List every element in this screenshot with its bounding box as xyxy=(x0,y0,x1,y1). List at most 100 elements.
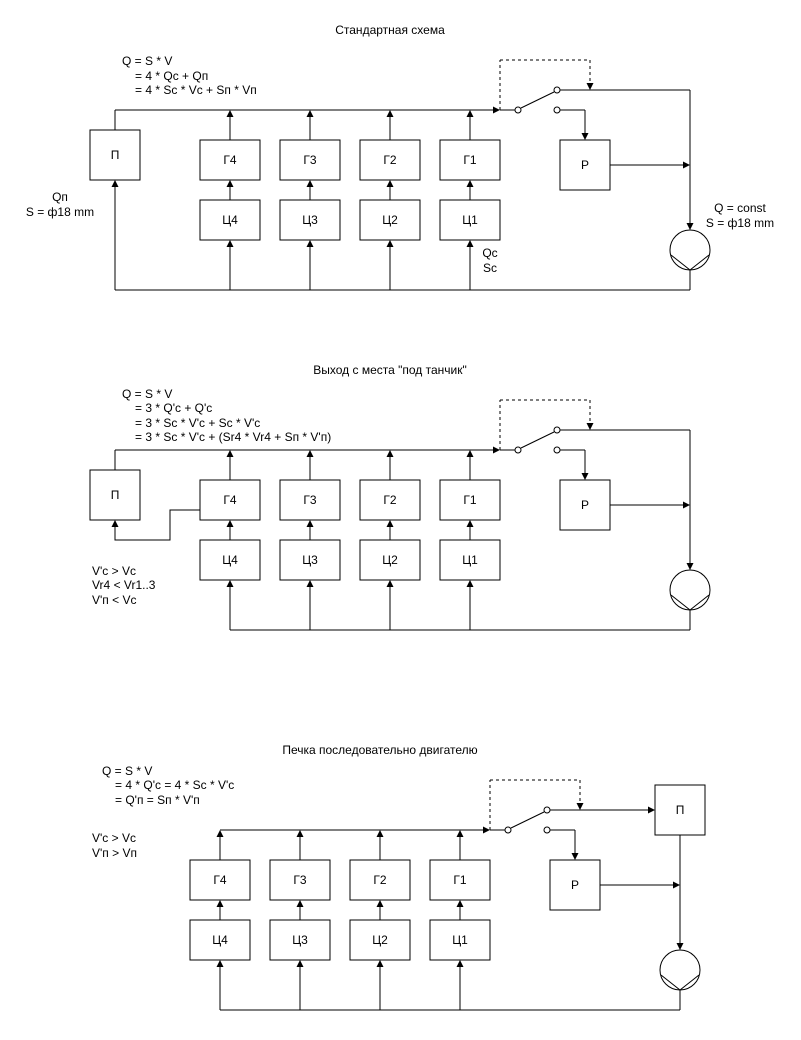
diagram2-formula-line: Q = S * V xyxy=(122,387,172,401)
heater-box xyxy=(654,784,706,836)
head-box xyxy=(359,139,421,181)
cylinder-label: Ц2 xyxy=(382,553,398,567)
diagram3-formula-line: = Q'п = Sп * V'п xyxy=(115,793,200,807)
diagram1-title: Стандартная схема xyxy=(335,23,445,37)
diagram1-formula-line: Q = S * V xyxy=(122,54,172,68)
head-label: Г4 xyxy=(223,153,236,167)
cylinder-label: Ц1 xyxy=(462,213,478,227)
head-box xyxy=(349,859,411,901)
arrowhead xyxy=(686,223,694,230)
diagram2-formula-line: = 3 * Q'c + Q'c xyxy=(135,401,212,415)
condition-line: V'п < Vc xyxy=(92,593,136,607)
arrowhead xyxy=(686,563,694,570)
cylinder-label: Ц1 xyxy=(462,553,478,567)
cylinder-box xyxy=(199,199,261,241)
cylinder-label: Ц2 xyxy=(382,213,398,227)
arrowhead xyxy=(676,943,684,950)
cylinder-to-head-arrows xyxy=(226,180,474,200)
cylinder-label: Ц4 xyxy=(212,933,228,947)
heater-box xyxy=(89,469,141,521)
arrowhead xyxy=(683,161,690,169)
pump-note: S = ф18 mm xyxy=(706,216,774,230)
radiator-box xyxy=(559,139,611,191)
diagram3-formula-line: = 4 * Q'c = 4 * Sc * V'c xyxy=(115,778,234,792)
cylinder-note: Sc xyxy=(483,261,497,275)
heater-label: П xyxy=(111,488,120,502)
head-to-bus-arrows xyxy=(226,110,474,140)
head-box xyxy=(279,139,341,181)
heater-label: П xyxy=(676,803,685,817)
head-box xyxy=(279,479,341,521)
diagram3-formula-line: Q = S * V xyxy=(102,764,152,778)
radiator-label: Р xyxy=(581,498,589,512)
head-label: Г4 xyxy=(213,873,226,887)
arrowhead xyxy=(483,826,490,834)
head-label: Г4 xyxy=(223,493,236,507)
diagram-heater-series: Печка последовательно двигателю Q = S * … xyxy=(92,743,706,1011)
heater-note: Qп xyxy=(52,190,68,204)
cylinder-box xyxy=(359,539,421,581)
cylinder-box xyxy=(269,919,331,961)
return-lines xyxy=(216,960,681,1011)
head-label: Г3 xyxy=(303,153,316,167)
diagram-tank-exit: Выход с места "под танчик" Q = S * V = 3… xyxy=(89,363,711,631)
head-label: Г2 xyxy=(383,153,396,167)
pump-note: Q = const xyxy=(714,201,766,215)
cylinder-to-head-arrows xyxy=(216,900,464,920)
cylinder-box xyxy=(439,539,501,581)
cylinder-label: Ц3 xyxy=(302,213,318,227)
cylinder-box xyxy=(429,919,491,961)
diagram-standard: Стандартная схема Q = S * V = 4 * Qc + Q… xyxy=(26,23,774,291)
head-label: Г1 xyxy=(463,493,476,507)
condition-line: V'п > Vп xyxy=(92,846,137,860)
cylinder-box xyxy=(199,539,261,581)
cylinder-label: Ц4 xyxy=(222,553,238,567)
pump-icon xyxy=(669,569,711,611)
cylinder-note: Qc xyxy=(482,246,497,260)
head-box xyxy=(439,479,501,521)
cylinder-box xyxy=(189,919,251,961)
thermostat-valve xyxy=(489,779,655,860)
pump-icon xyxy=(669,229,711,271)
diagram1-formula-line: = 4 * Sc * Vc + Sп * Vп xyxy=(135,83,257,97)
pump-icon xyxy=(659,949,701,991)
cylinder-label: Ц4 xyxy=(222,213,238,227)
head-label: Г3 xyxy=(293,873,306,887)
diagram1-formula-line: = 4 * Qc + Qп xyxy=(135,69,208,83)
head-to-bus-arrows xyxy=(226,450,474,480)
head-label: Г1 xyxy=(463,153,476,167)
head-box xyxy=(359,479,421,521)
return-lines xyxy=(226,580,691,631)
heater-box xyxy=(89,129,141,181)
arrowhead xyxy=(493,106,500,114)
arrowhead xyxy=(673,881,680,889)
head-box xyxy=(439,139,501,181)
condition-line: Vr4 < Vr1..3 xyxy=(92,578,156,592)
return-lines xyxy=(111,180,691,291)
condition-line: V'c > Vc xyxy=(92,564,136,578)
heater-note: S = ф18 mm xyxy=(26,205,94,219)
cylinder-box xyxy=(279,199,341,241)
diagram2-title: Выход с места "под танчик" xyxy=(313,363,467,377)
thermostat-valve xyxy=(499,399,690,480)
head-label: Г2 xyxy=(383,493,396,507)
cylinder-label: Ц3 xyxy=(292,933,308,947)
diagram3-title: Печка последовательно двигателю xyxy=(282,743,477,757)
radiator-label: Р xyxy=(581,158,589,172)
cylinder-label: Ц1 xyxy=(452,933,468,947)
head-label: Г3 xyxy=(303,493,316,507)
head-to-bus-arrows xyxy=(216,830,464,860)
thermostat-valve xyxy=(499,59,690,140)
condition-line: V'c > Vc xyxy=(92,831,136,845)
diagram2-formula-line: = 3 * Sc * V'c + Sc * V'c xyxy=(135,416,260,430)
heater-label: П xyxy=(111,148,120,162)
arrowhead xyxy=(683,501,690,509)
cylinder-box xyxy=(279,539,341,581)
radiator-box xyxy=(549,859,601,911)
cylinder-label: Ц2 xyxy=(372,933,388,947)
diagram2-formula-line: = 3 * Sc * V'c + (Sr4 * Vr4 + Sп * V'п) xyxy=(135,430,331,444)
radiator-label: Р xyxy=(571,878,579,892)
head4-to-heater-line xyxy=(111,509,200,541)
head-label: Г1 xyxy=(453,873,466,887)
